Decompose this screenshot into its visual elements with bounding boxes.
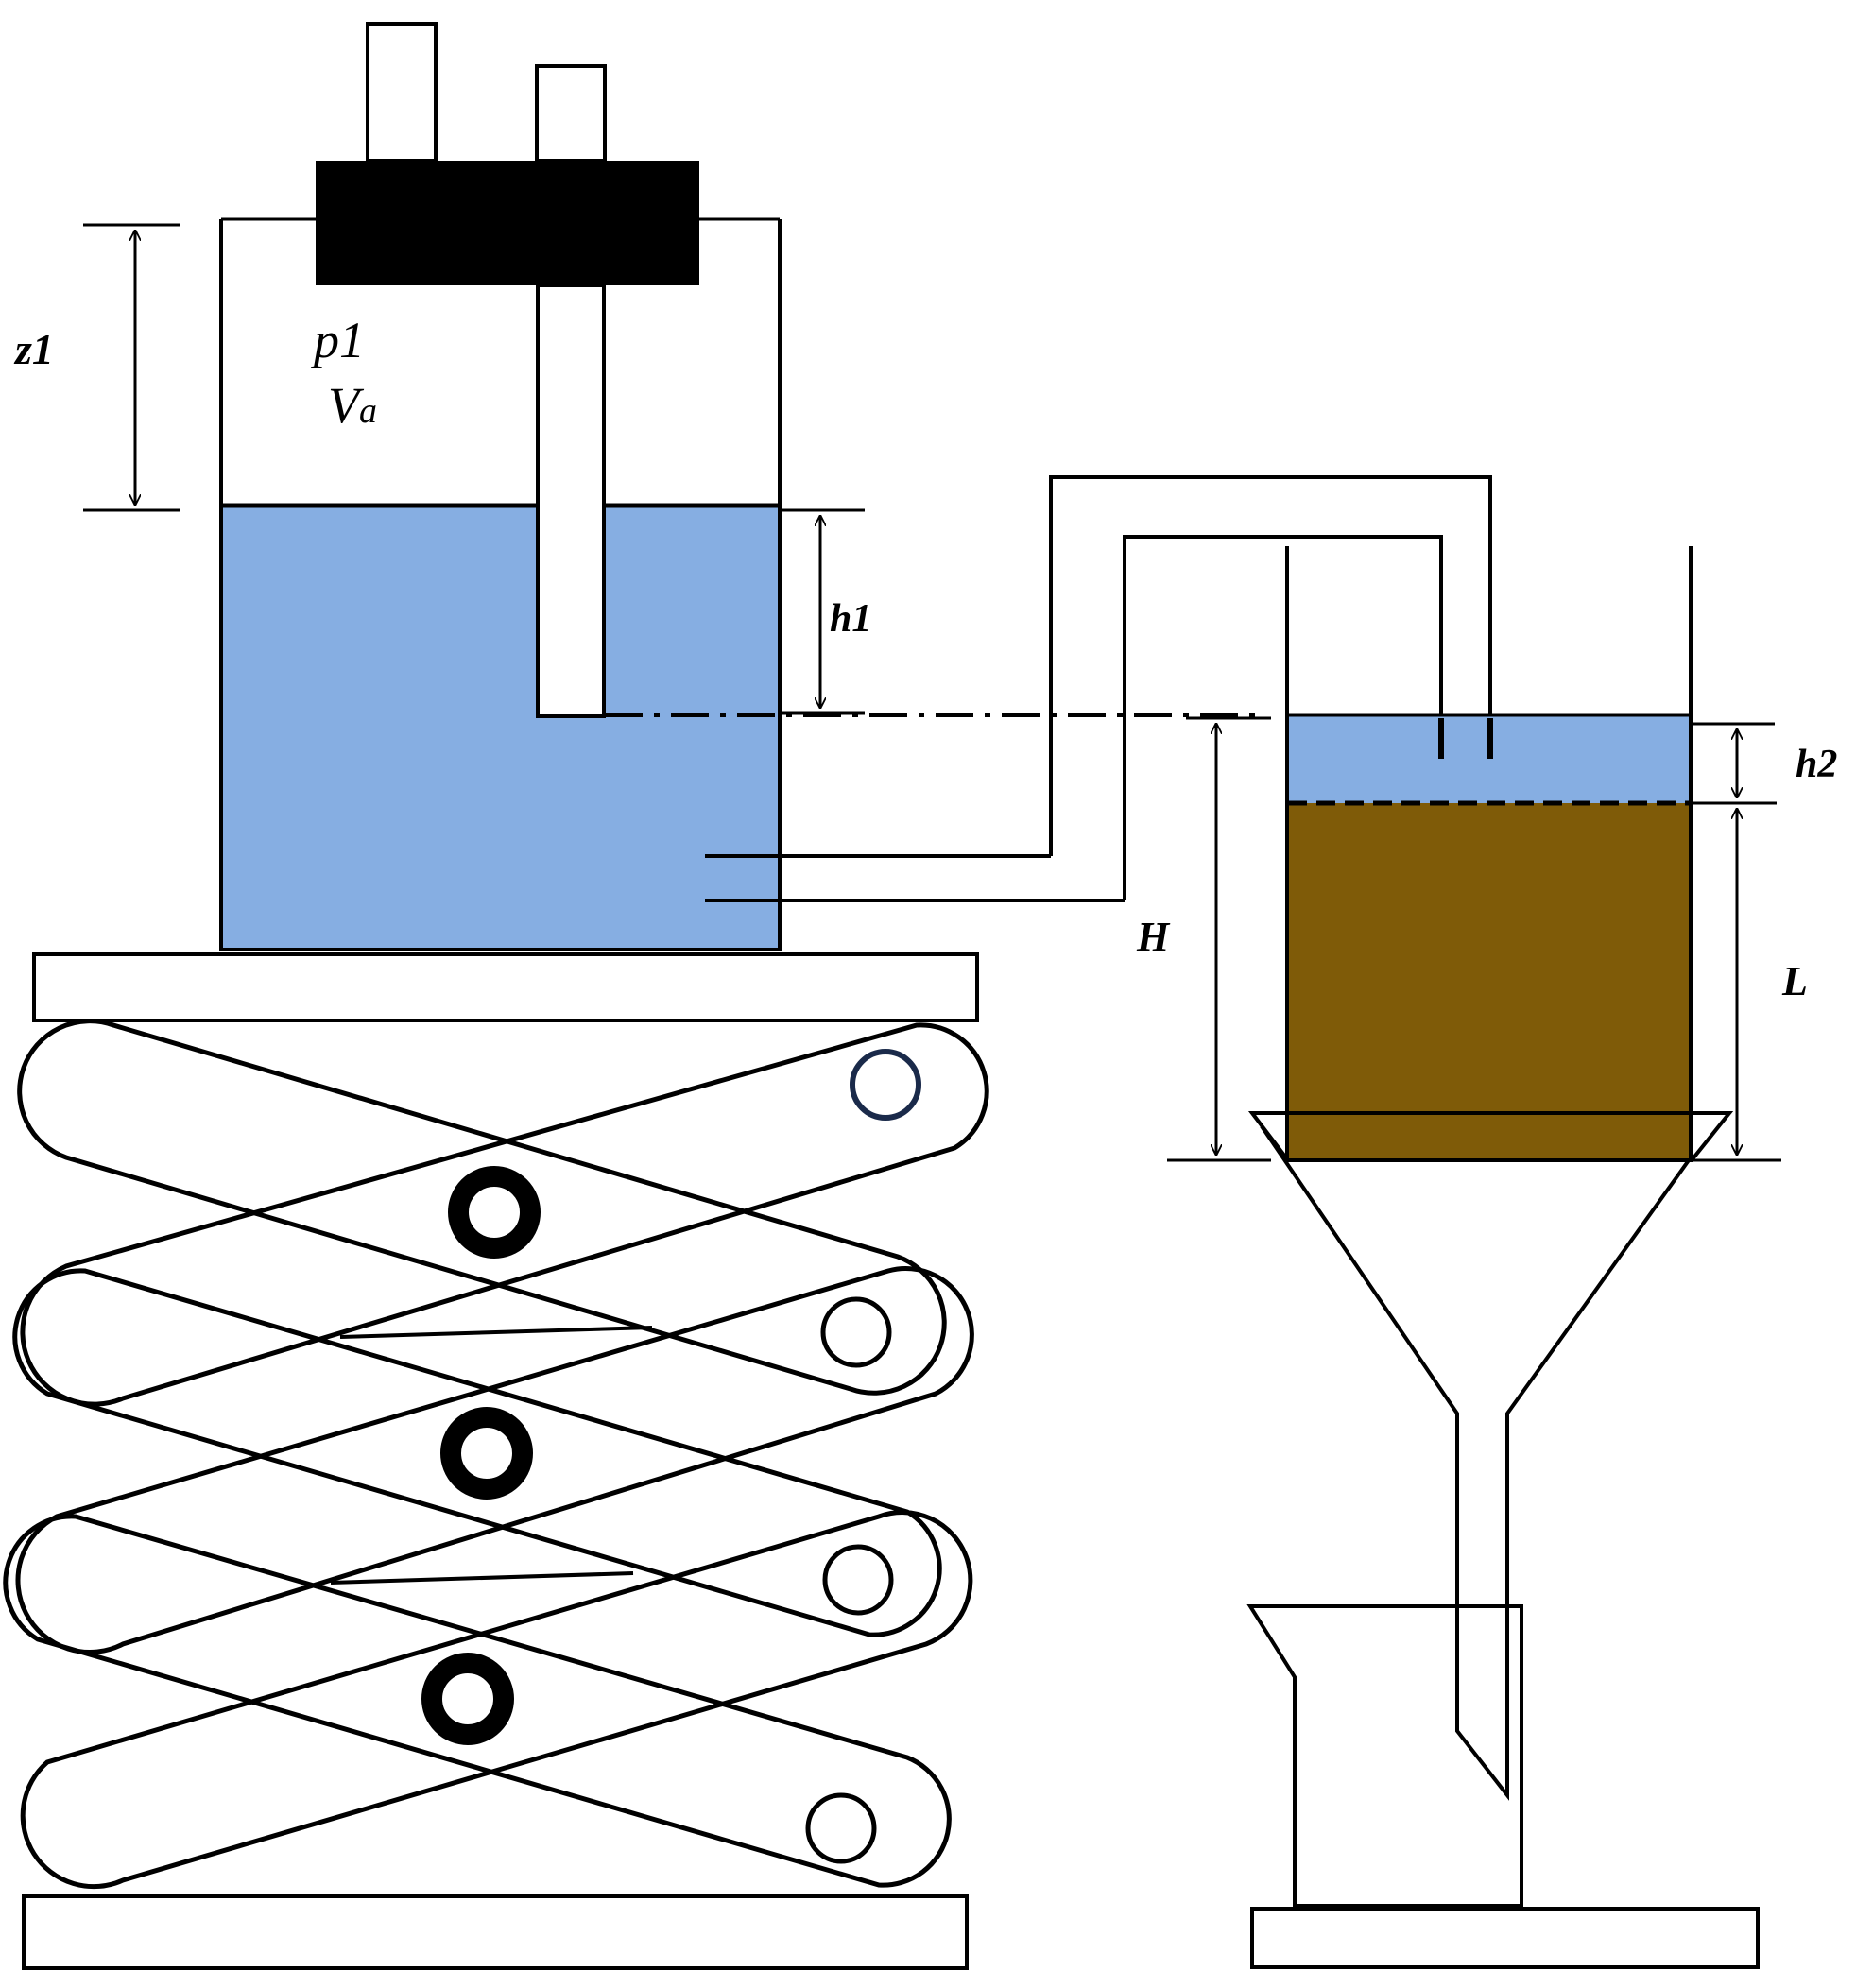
lift-pin-right-4 bbox=[805, 1792, 877, 1864]
va-label: Va bbox=[328, 377, 377, 434]
p1-label: p1 bbox=[310, 312, 365, 368]
soil-sample bbox=[1288, 803, 1690, 1162]
left-vent-tube bbox=[366, 22, 438, 163]
h2-dimension bbox=[1692, 722, 1777, 805]
funnel bbox=[1247, 1111, 1734, 1801]
L-label: L bbox=[1781, 958, 1808, 1004]
lift-pivot-3 bbox=[421, 1653, 514, 1745]
mariotte-tube bbox=[536, 283, 606, 718]
z1-label: z1 bbox=[13, 325, 54, 373]
beaker bbox=[1246, 1604, 1523, 1908]
h2-label: h2 bbox=[1796, 743, 1837, 786]
H-label: H bbox=[1136, 914, 1171, 960]
L-dimension bbox=[1692, 809, 1781, 1162]
lift-pivot-2 bbox=[440, 1407, 533, 1500]
lift-pin-right-3 bbox=[822, 1544, 894, 1616]
supply-tank-water bbox=[221, 506, 780, 950]
right-vent-tube-top bbox=[535, 64, 607, 163]
supply-tank bbox=[219, 217, 782, 951]
lift-top-platform bbox=[32, 952, 979, 1022]
lift-base-platform bbox=[22, 1894, 969, 1970]
supply-tank-walls bbox=[219, 219, 782, 951]
z1-dimension bbox=[83, 223, 180, 512]
scissor-lift bbox=[3, 1019, 989, 1890]
beaker-stand bbox=[1250, 1907, 1760, 1969]
lift-pivot-1 bbox=[448, 1166, 541, 1259]
lift-pin-top-right bbox=[850, 1049, 921, 1121]
lift-pin-right-2 bbox=[820, 1296, 892, 1368]
H-dimension bbox=[1167, 716, 1271, 1162]
soil-column bbox=[1285, 546, 1693, 1162]
stopper-assembly bbox=[316, 22, 699, 718]
stopper bbox=[316, 161, 699, 285]
outlet-pipe bbox=[705, 475, 1492, 902]
h1-label: h1 bbox=[830, 597, 871, 641]
